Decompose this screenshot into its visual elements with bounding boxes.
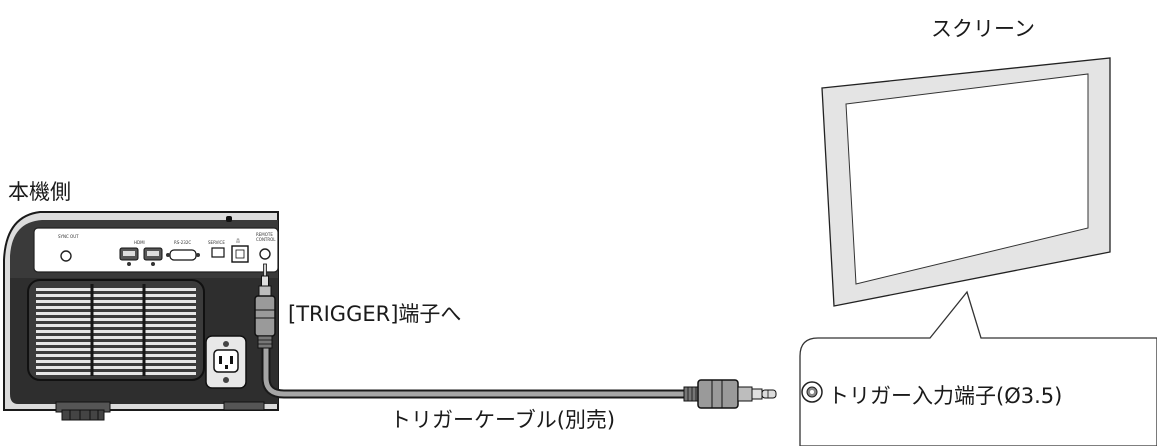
svg-text:SYNC OUT: SYNC OUT [58, 234, 79, 239]
vent-grille [27, 279, 205, 381]
vent-slat [36, 312, 196, 315]
trigger-cable [261, 340, 693, 399]
lan-port: 品 [231, 238, 249, 263]
screen [821, 57, 1111, 307]
svg-text:品: 品 [236, 238, 240, 243]
vent-slat [36, 330, 196, 333]
device-side-label: 本機側 [8, 180, 71, 204]
projector: SYNC OUT HDMI RS-232C SERVICE 品 [3, 211, 279, 421]
svg-text:HDMI: HDMI [134, 240, 145, 245]
cable-plug-screen [683, 379, 777, 409]
service-port: SERVICE [208, 240, 225, 258]
svg-text:SERVICE: SERVICE [208, 240, 225, 245]
svg-text:CONTROL: CONTROL [256, 237, 276, 242]
rs232c-port: RS-232C [166, 240, 200, 261]
vent-slat [36, 348, 196, 351]
input-callout [799, 290, 1157, 446]
cable-plug-projector [254, 263, 276, 349]
vent-slat [36, 336, 196, 339]
vent-slat [36, 366, 196, 369]
trigger-input-jack-icon [801, 381, 823, 403]
screen-label: スクリーン [931, 17, 1035, 41]
hdmi-port-1 [119, 247, 139, 266]
vent-slat [36, 354, 196, 357]
hdmi-port-2 [143, 247, 163, 266]
vent-slat [36, 360, 196, 363]
vent-slat [36, 294, 196, 297]
ac-inlet [205, 335, 247, 389]
svg-text:RS-232C: RS-232C [174, 240, 191, 245]
projector-foot [55, 401, 111, 421]
vent-slat [36, 324, 196, 327]
vent-slat [36, 288, 196, 291]
vent-slat [36, 318, 196, 321]
vent-slat [36, 372, 196, 375]
vent-slat [36, 306, 196, 309]
vent-slat [36, 300, 196, 303]
svg-text:REMOTE: REMOTE [256, 232, 273, 237]
trigger-cable-label: トリガーケーブル(別売) [390, 408, 616, 432]
trigger-input-label: トリガー入力端子(Ø3.5) [828, 384, 1063, 408]
vent-slat [36, 342, 196, 345]
sync-out-jack: SYNC OUT [58, 234, 79, 262]
remote-trigger-jack: REMOTE CONTROL [256, 232, 276, 260]
trigger-port-label: [TRIGGER]端子へ [288, 302, 462, 326]
